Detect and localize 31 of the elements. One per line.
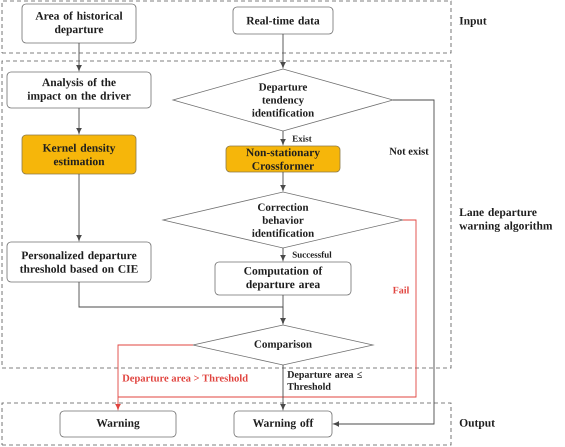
connector-line <box>118 220 416 398</box>
edge-label: Fail <box>392 286 410 294</box>
arrow <box>280 130 286 145</box>
edge-label: Exist <box>292 135 312 142</box>
edge-label: Successful <box>292 251 332 258</box>
process-box: Warning off <box>234 410 332 438</box>
connector-line <box>118 344 194 398</box>
arrow <box>76 174 82 241</box>
section-heading: Output <box>460 418 495 430</box>
edge-label: Departure area > Threshold <box>122 374 248 384</box>
arrow <box>280 248 286 261</box>
section-heading: Lane departure warning algorithm <box>459 208 552 232</box>
process-box: Computation of departure area <box>214 262 352 296</box>
arrow <box>76 108 82 134</box>
arrow <box>280 294 286 324</box>
process-box: Warning <box>60 410 176 438</box>
arrow <box>76 42 82 71</box>
process-box: Kernel density estimation <box>22 134 136 174</box>
section-heading: Input <box>460 17 487 27</box>
arrow <box>280 34 286 68</box>
process-box: Personalized departure threshold based on CIE <box>6 242 152 282</box>
process-box: Non-stationary Crossformer <box>226 146 340 172</box>
arrow <box>333 100 434 427</box>
process-box: Real-time data <box>232 6 334 34</box>
process-box: Analysis of the impact on the driver <box>6 72 152 108</box>
arrow <box>280 172 286 191</box>
edge-label: Not exist <box>390 147 429 155</box>
arrow <box>115 396 121 410</box>
process-box: Area of historical departure <box>22 4 136 44</box>
edge-label: Departure area ≤ Threshold <box>287 371 362 390</box>
arrow <box>280 364 286 410</box>
